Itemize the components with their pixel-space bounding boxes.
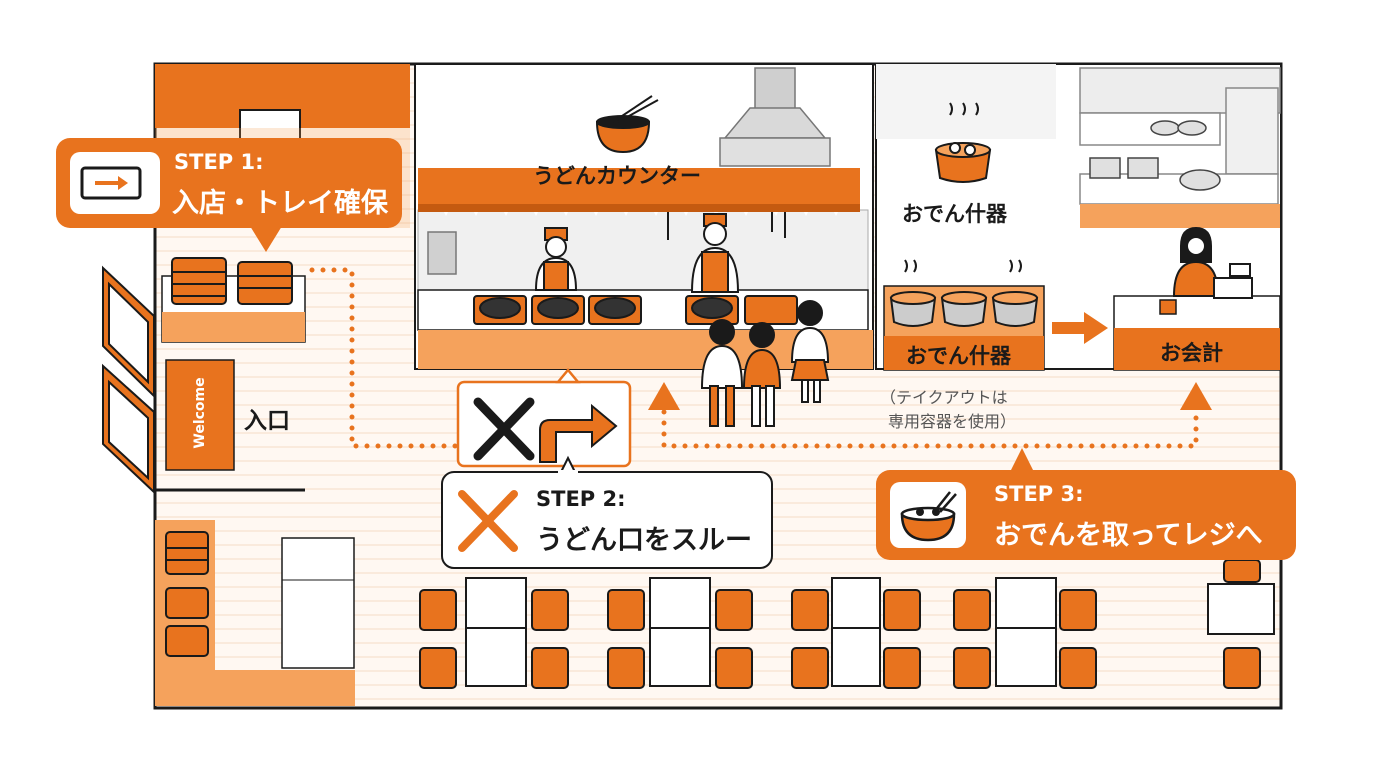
entrance-label: 入口	[244, 408, 290, 434]
udon-staff-1	[534, 227, 578, 291]
step2-title: STEP 2:	[536, 487, 626, 511]
oden-area-label: おでん什器	[902, 202, 1007, 226]
step2-callout	[441, 455, 773, 569]
arrow-right-icon	[1052, 312, 1108, 344]
udon-staff-2	[690, 213, 740, 293]
step1-callout	[56, 138, 402, 252]
step3-callout	[876, 448, 1296, 560]
x-mark-icon	[473, 397, 535, 461]
dining-area	[419, 559, 1275, 689]
udon-bowl-icon	[595, 95, 659, 154]
register-label: お会計	[1160, 341, 1223, 365]
takeout-note-line1: （テイクアウトは	[880, 388, 1008, 407]
step2-text: うどん口をスルー	[536, 525, 752, 556]
oden-pot-icon	[934, 102, 992, 183]
welcome-mat-label: Welcome	[192, 377, 208, 449]
step3-text: おでんを取ってレジへ	[994, 520, 1263, 551]
tray-icon	[70, 152, 160, 214]
step3-title: STEP 3:	[994, 482, 1084, 506]
oden-bowl-icon	[890, 482, 966, 548]
takeout-note-line2: 専用容器を使用）	[888, 412, 1017, 431]
skip-indicator	[456, 368, 632, 468]
cashier	[1172, 226, 1220, 297]
oden-area	[875, 63, 1282, 371]
udon-kitchen	[414, 63, 874, 370]
customers	[700, 300, 830, 427]
arrow-up-icon	[648, 382, 1212, 410]
udon-counter-label: うどんカウンター	[533, 164, 701, 188]
oden-counter-label: おでん什器	[906, 344, 1011, 368]
step1-text: 入店・トレイ確保	[172, 188, 388, 219]
turn-arrow-icon	[539, 403, 618, 463]
entrance-area	[102, 257, 355, 706]
walking-path	[309, 267, 1199, 449]
step1-title: STEP 1:	[174, 150, 264, 174]
